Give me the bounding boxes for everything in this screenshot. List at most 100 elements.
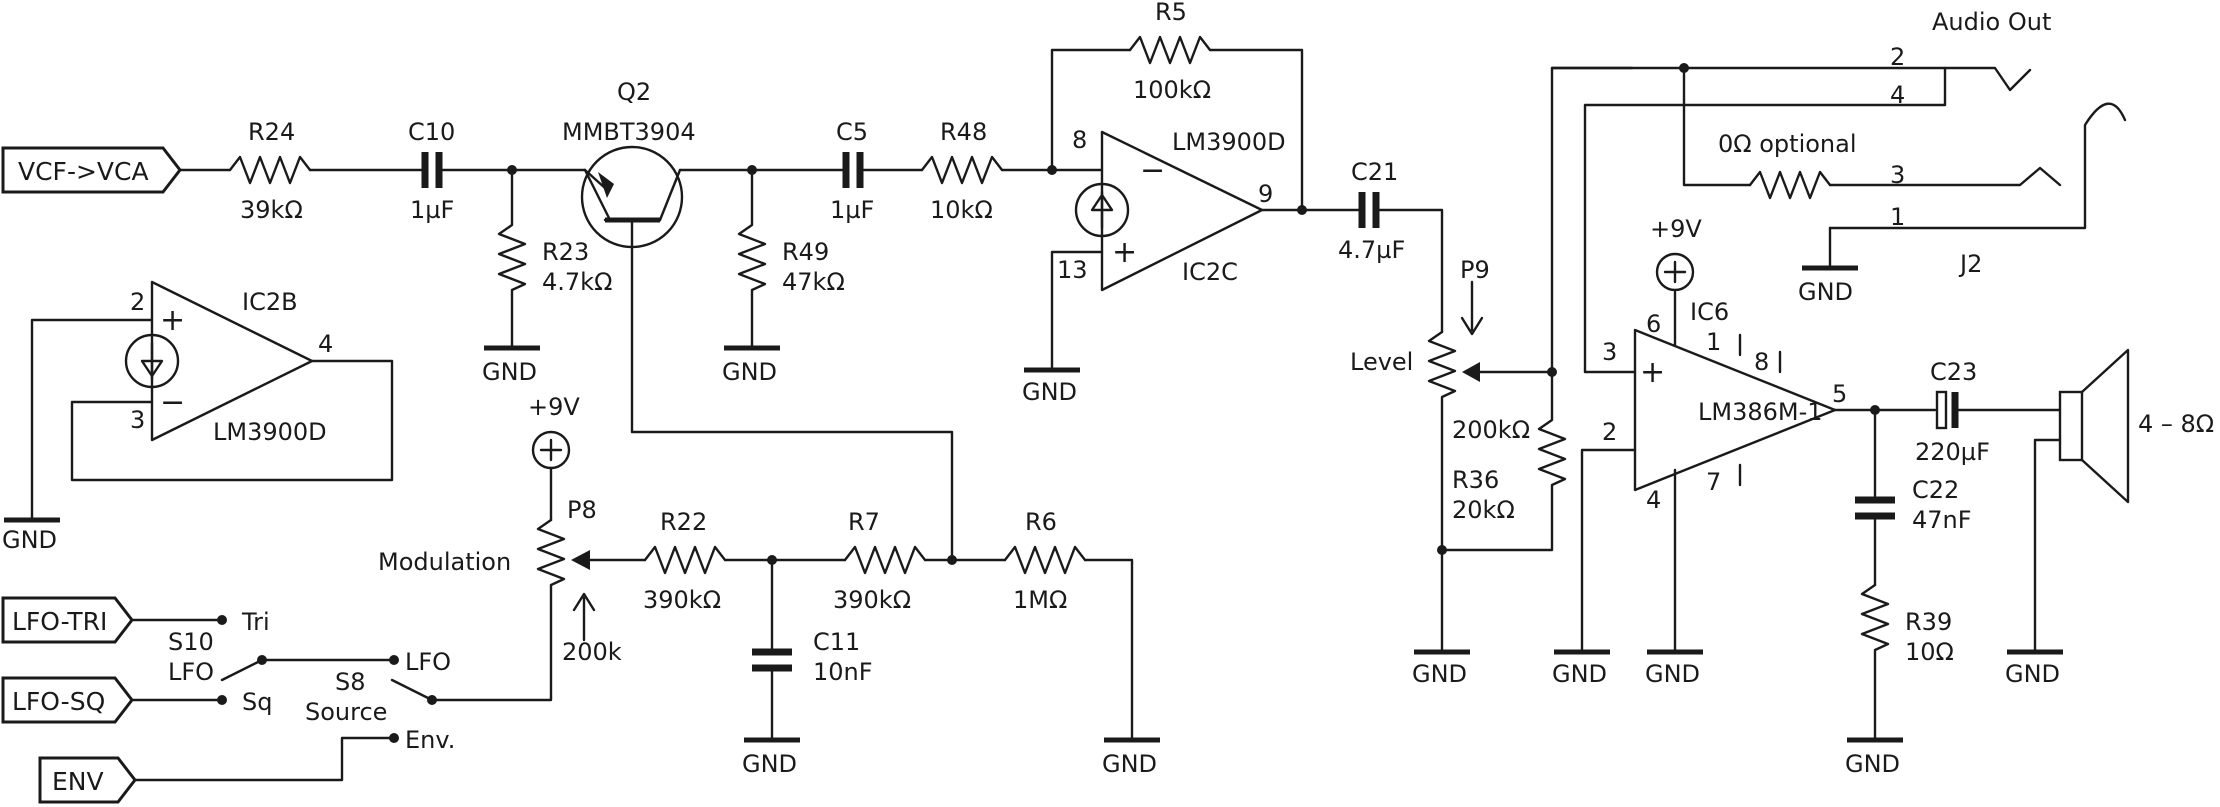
- ic6-pin8: 8: [1754, 348, 1769, 376]
- s8-contact-env: [389, 733, 399, 743]
- capacitor-c22: C22 47nF: [1855, 476, 1972, 534]
- resistor-r24: R24 39kΩ: [228, 118, 312, 224]
- speaker: 4 – 8Ω: [2058, 348, 2214, 504]
- gnd-r39: GND: [1845, 737, 1903, 778]
- capacitor-c23: C23 220µF: [1915, 358, 1990, 466]
- gnd-p9-label: GND: [1412, 660, 1467, 688]
- wire-wiper-jack: [1550, 66, 1634, 374]
- c23-ref: C23: [1930, 358, 1977, 386]
- ic6-value: LM386M-1: [1698, 398, 1823, 426]
- ic2b-ref: IC2B: [242, 288, 298, 316]
- ic2c-pin-out: 9: [1258, 180, 1273, 208]
- wire-ic2c-non-gnd: [1050, 250, 1104, 372]
- r39-value: 10Ω: [1905, 638, 1954, 666]
- opamp-ic2c: 8 13 9 − + LM3900D IC2C: [1057, 126, 1286, 292]
- wire-speaker-gnd: [2033, 438, 2062, 654]
- gnd-c11: GND: [742, 737, 800, 778]
- port-lfo-tri-label: LFO-TRI: [12, 607, 107, 636]
- wire-ic2b-non-gnd: [30, 318, 154, 522]
- wire-jack-pin3-right: [1828, 166, 2062, 187]
- s8-name: Source: [305, 698, 387, 726]
- gnd-ic2b: GND: [2, 517, 60, 554]
- r7-value: 390kΩ: [833, 586, 911, 614]
- r39-ref: R39: [1905, 608, 1952, 636]
- gnd-c11-label: GND: [742, 750, 797, 778]
- junction-ic2c-out: [1297, 205, 1307, 215]
- gnd-r49: GND: [722, 345, 780, 386]
- wire-r5-left: [1050, 48, 1132, 172]
- supply-ic6: +9V: [1650, 215, 1702, 292]
- c5-value: 1µF: [830, 196, 874, 224]
- ic2b-pin-inv: 3: [130, 406, 145, 434]
- transistor-q2: Q2 MMBT3904: [562, 78, 754, 434]
- j2-pin4: 4: [1890, 81, 1905, 109]
- j2-ref: J2: [1958, 250, 1982, 278]
- opamp-ic2b: IC2B LM3900D 2 3 4 + −: [124, 280, 333, 446]
- port-vcf-vca: VCF->VCA: [1, 146, 182, 194]
- amplifier-ic6: LM386M-1 IC6 + 3 2 5 6 1 8 4 7: [1602, 298, 1847, 514]
- r49-value: 47kΩ: [782, 268, 845, 296]
- p9-name: Level: [1350, 348, 1413, 376]
- c11-ref: C11: [813, 628, 860, 656]
- r22-ref: R22: [660, 508, 707, 536]
- wire-ic6-in-minus: [1580, 448, 1637, 654]
- resistor-r23: R23 4.7kΩ: [497, 168, 612, 350]
- gnd-r6: GND: [1102, 737, 1160, 778]
- ic6-pin5: 5: [1832, 380, 1847, 408]
- ic2b-pin-non: 2: [130, 288, 145, 316]
- ic6-pin1: 1: [1706, 328, 1721, 356]
- capacitor-c21: C21 4.7µF: [1338, 158, 1405, 264]
- ic2c-value: LM3900D: [1172, 128, 1286, 156]
- r6-value: 1MΩ: [1013, 586, 1067, 614]
- r23-ref: R23: [542, 238, 589, 266]
- gnd-r23: GND: [482, 345, 540, 386]
- ic6-pin3: 3: [1602, 338, 1617, 366]
- c10-value: 1µF: [410, 196, 454, 224]
- ic6-pin2: 2: [1602, 418, 1617, 446]
- gnd-r49-label: GND: [722, 358, 777, 386]
- port-lfo-tri: LFO-TRI: [1, 596, 134, 644]
- wire-env: [133, 736, 394, 782]
- p9-ref: P9: [1460, 256, 1490, 284]
- c23-value: 220µF: [1915, 438, 1990, 466]
- p8-ref: P8: [567, 496, 597, 524]
- r23-value: 4.7kΩ: [542, 268, 612, 296]
- c11-value: 10nF: [813, 658, 873, 686]
- speaker-value: 4 – 8Ω: [2138, 410, 2214, 438]
- r48-ref: R48: [940, 118, 987, 146]
- resistor-r49: R49 47kΩ: [737, 168, 845, 350]
- s8-pos-env: Env.: [405, 726, 455, 754]
- j2-pin3: 3: [1890, 161, 1905, 189]
- supply-p8: +9V: [528, 393, 580, 470]
- ic2c-minus-sign: −: [1140, 153, 1165, 188]
- capacitor-c10: C10 1µF: [408, 118, 455, 224]
- potentiometer-p8: P8 Modulation 200k: [378, 496, 622, 699]
- s8-contact-lfo: [389, 655, 399, 665]
- r24-value: 39kΩ: [240, 196, 303, 224]
- ic2b-plus-sign: +: [160, 303, 185, 338]
- c21-value: 4.7µF: [1338, 236, 1405, 264]
- gnd-ic2b-label: GND: [2, 526, 57, 554]
- resistor-r7: R7 390kΩ: [833, 508, 927, 614]
- p8-name: Modulation: [378, 548, 511, 576]
- wire-s8-p8: [430, 695, 553, 702]
- s10-contact-tri: [217, 615, 227, 625]
- c10-ref: C10: [408, 118, 455, 146]
- r22-value: 390kΩ: [643, 586, 721, 614]
- gnd-p9: GND: [1412, 649, 1470, 688]
- c21-ref: C21: [1351, 158, 1398, 186]
- r5-ref: R5: [1155, 0, 1187, 26]
- s10-pos-sq: Sq: [242, 688, 272, 716]
- port-lfo-sq-label: LFO-SQ: [12, 687, 105, 716]
- ic6-pin4: 4: [1646, 486, 1661, 514]
- capacitor-c11: C11 10nF: [752, 558, 873, 742]
- c5-ref: C5: [836, 118, 868, 146]
- switch-s10: Tri Sq S10 LFO: [168, 608, 272, 716]
- ic2c-pin-non: 13: [1057, 256, 1088, 284]
- resistor-r5: R5 100kΩ: [1128, 0, 1212, 104]
- s8-ref: S8: [335, 668, 366, 696]
- port-vcf-vca-label: VCF->VCA: [18, 157, 149, 186]
- s10-contact-sq: [217, 695, 227, 705]
- gnd-r39-label: GND: [1845, 750, 1900, 778]
